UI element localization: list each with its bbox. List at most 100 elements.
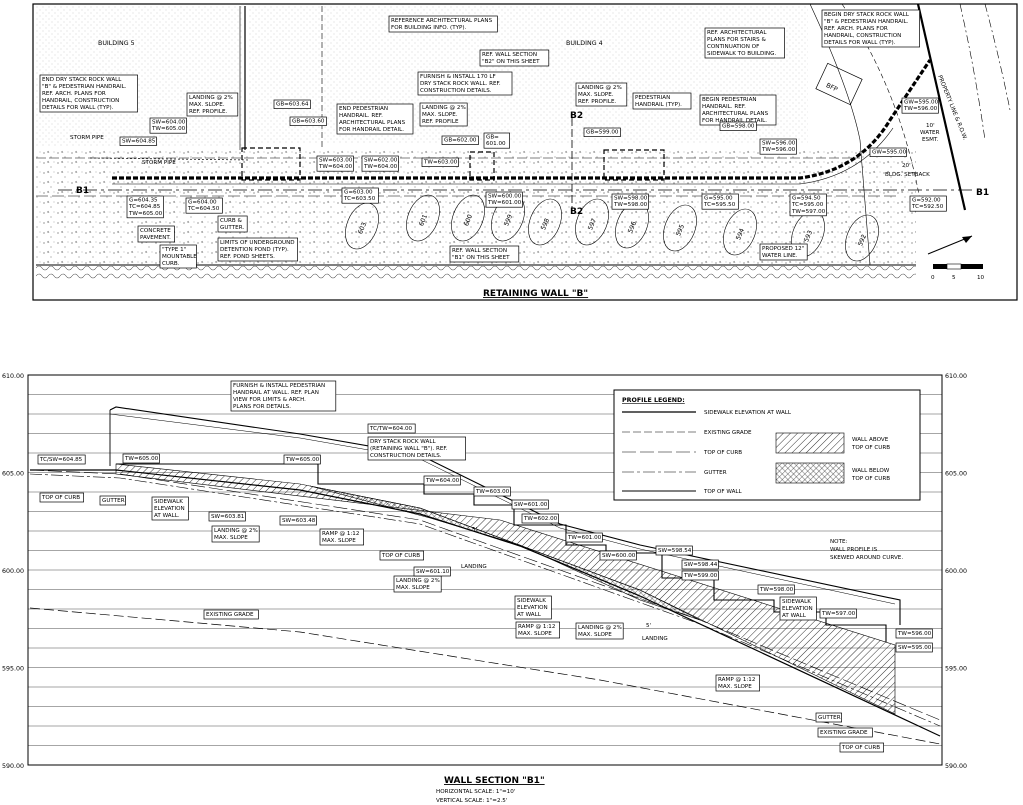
plan-note-9-line: REF. PROFILE. (578, 99, 616, 105)
svg-text:WALL BELOW: WALL BELOW (852, 468, 890, 474)
section-tag-4: SW=603.81 (208, 511, 246, 522)
plan-note-5: END DRY STACK ROCK WALL"B" & PEDESTRIAN … (39, 74, 138, 113)
y-tick-left: 610.00 (2, 373, 24, 380)
plan-border (32, 3, 1018, 301)
plan-elev-tag-20: GW=595.00 (869, 147, 907, 157)
plan-note-7-line: END PEDESTRIAN (339, 106, 388, 112)
section-callout-5: LANDING @ 2%MAX. SLOPE (393, 575, 442, 593)
plan-note-17: PROPOSED 12"WATER LINE. (759, 243, 808, 261)
plan-note-4-line: DETAILS FOR WALL (TYP). (824, 40, 896, 46)
plan-note-16-line: REF. WALL SECTION (452, 248, 507, 254)
section-callout-2-line: ELEVATION (154, 506, 185, 512)
svg-text:20': 20' (902, 163, 911, 169)
section-callout-5-line: LANDING @ 2% (396, 578, 440, 584)
plan-note-4: BEGIN DRY STACK ROCK WALL"B" & PEDESTRIA… (821, 9, 920, 48)
y-tick-right: 590.00 (945, 763, 967, 770)
section-callout-10-line: RAMP @ 1:12 (718, 677, 755, 683)
plan-note-11-line: HANDRAIL. REF. (702, 104, 746, 110)
storm-pipe-label: STORM PIPE (70, 135, 104, 141)
plan-note-9-line: LANDING @ 2% (578, 85, 622, 91)
section-tag-20-line: TW=597.00 (821, 611, 856, 617)
svg-text:0: 0 (931, 275, 935, 281)
section-callout-6-line: SIDEWALK (517, 598, 546, 604)
section-tag-16: SW=598.54 (655, 545, 693, 556)
svg-text:5: 5 (952, 275, 956, 281)
section-tag-25-line: EXISTING GRADE (820, 730, 868, 736)
section-b2-top: B2 (570, 111, 583, 121)
gutter-line (29, 473, 941, 727)
y-tick-left: 600.00 (2, 568, 24, 575)
section-tag-24: GUTTER (815, 712, 842, 723)
section-tag-5-line: TW=605.00 (285, 457, 320, 463)
section-tag-17-line: SW=598.44 (684, 562, 718, 568)
section-tag-11: TW=602.00 (521, 513, 559, 524)
section-tag-8-line: TW=604.00 (425, 478, 460, 484)
plan-elev-tag-1: SW=604.85 (119, 136, 157, 146)
section-tag-18-line: TW=599.00 (683, 573, 718, 579)
y-tick-right: 605.00 (945, 471, 967, 478)
y-tick-left: 605.00 (2, 471, 24, 478)
plan-note-2-line: FURNISH & INSTALL 170 LF (420, 74, 496, 80)
y-tick-right: 610.00 (945, 373, 967, 380)
plan-note-0-line: FOR BUILDING INFO. (TYP). (391, 25, 467, 31)
section-callout-8: LANDING @ 2%MAX. SLOPE (575, 622, 624, 640)
plan-elev-tag-18-line: SW=596.00 (762, 141, 796, 147)
scale-bar: 0 5 10 (931, 263, 985, 281)
section-tag-7: TC/TW=604.00 (367, 423, 416, 434)
plan-elev-tag-18-line: TW=596.00 (761, 147, 796, 153)
section-tag-9: TW=603.00 (473, 486, 511, 497)
section-b2-bottom: B2 (570, 207, 583, 217)
plan-elev-tag-10: GB=598.00 (719, 121, 757, 131)
plan-note-11-line: FOR HANDRAIL DETAIL. (702, 118, 767, 124)
plan-elev-tag-7: GB=601.00 (483, 132, 510, 149)
plan-note-13-line: "TYPE 1" (162, 247, 187, 253)
landing-dim-2: 5' (646, 623, 651, 629)
section-callout-1: DRY STACK ROCK WALL(RETAINING WALL "B").… (367, 436, 466, 461)
plan-note-5-line: HANDRAIL, CONSTRUCTION (42, 98, 119, 104)
plan-elev-tag-7-line: 601.00 (486, 141, 506, 147)
contour-label-592: 592 (857, 234, 868, 248)
svg-text:TOP OF CURB: TOP OF CURB (851, 445, 890, 451)
plan-note-10-line: PEDESTRIAN (635, 95, 670, 101)
plan-elev-tag-2: GB=603.64 (273, 99, 311, 109)
landing-dim-1: LANDING (461, 564, 487, 570)
plan-elev-tag-12-line: G=604.00 (188, 200, 217, 206)
plan-note-13-line: CURB. (162, 261, 180, 267)
section-callout-7-line: RAMP @ 1:12 (518, 624, 555, 630)
section-tag-2-line: TOP OF CURB (41, 495, 80, 501)
contour-label-597: 597 (587, 218, 598, 232)
section-tag-15-line: SW=600.00 (602, 553, 636, 559)
section-tag-15: SW=600.00 (599, 550, 637, 561)
plan-note-15-line: LIMITS OF UNDERGROUND (220, 240, 295, 246)
plan-elev-tag-4-line: TW=604.00 (318, 164, 353, 170)
bldg-setback-label: 20' BLDG. SETBACK (885, 163, 930, 178)
section-tag-4-line: SW=603.81 (211, 514, 245, 520)
plan-note-0-line: REFERENCE ARCHITECTURAL PLANS (391, 18, 493, 24)
section-tag-13-line: SW=601.10 (416, 569, 450, 575)
plan-note-8-line: MAX. SLOPE. (422, 112, 458, 118)
section-tag-23: EXISTING GRADE (203, 609, 259, 620)
plan-title: RETAINING WALL "B" (483, 289, 588, 299)
plan-elev-tag-1-line: SW=604.85 (122, 139, 156, 145)
section-note: NOTE: WALL PROFILE IS SKEWED AROUND CURV… (830, 539, 903, 561)
section-callout-0-line: PLANS FOR DETAILS. (233, 404, 291, 410)
svg-text:NOTE:: NOTE: (830, 539, 848, 545)
plan-elev-tag-4-line: SW=603.00 (319, 158, 353, 164)
vertical-scale: VERTICAL SCALE: 1"=2.5' (436, 798, 507, 804)
contour-label-596: 596 (627, 221, 638, 235)
plan-elev-tag-9: GB=599.00 (583, 127, 621, 137)
plan-elev-tag-12-line: TC=604.50 (187, 206, 220, 212)
plan-note-9: LANDING @ 2%MAX. SLOPE.REF. PROFILE. (575, 82, 628, 107)
plan-note-16-line: "B1" ON THIS SHEET (452, 255, 510, 261)
section-tag-1: TW=605.00 (122, 453, 160, 464)
section-tag-12-line: TOP OF CURB (381, 553, 420, 559)
